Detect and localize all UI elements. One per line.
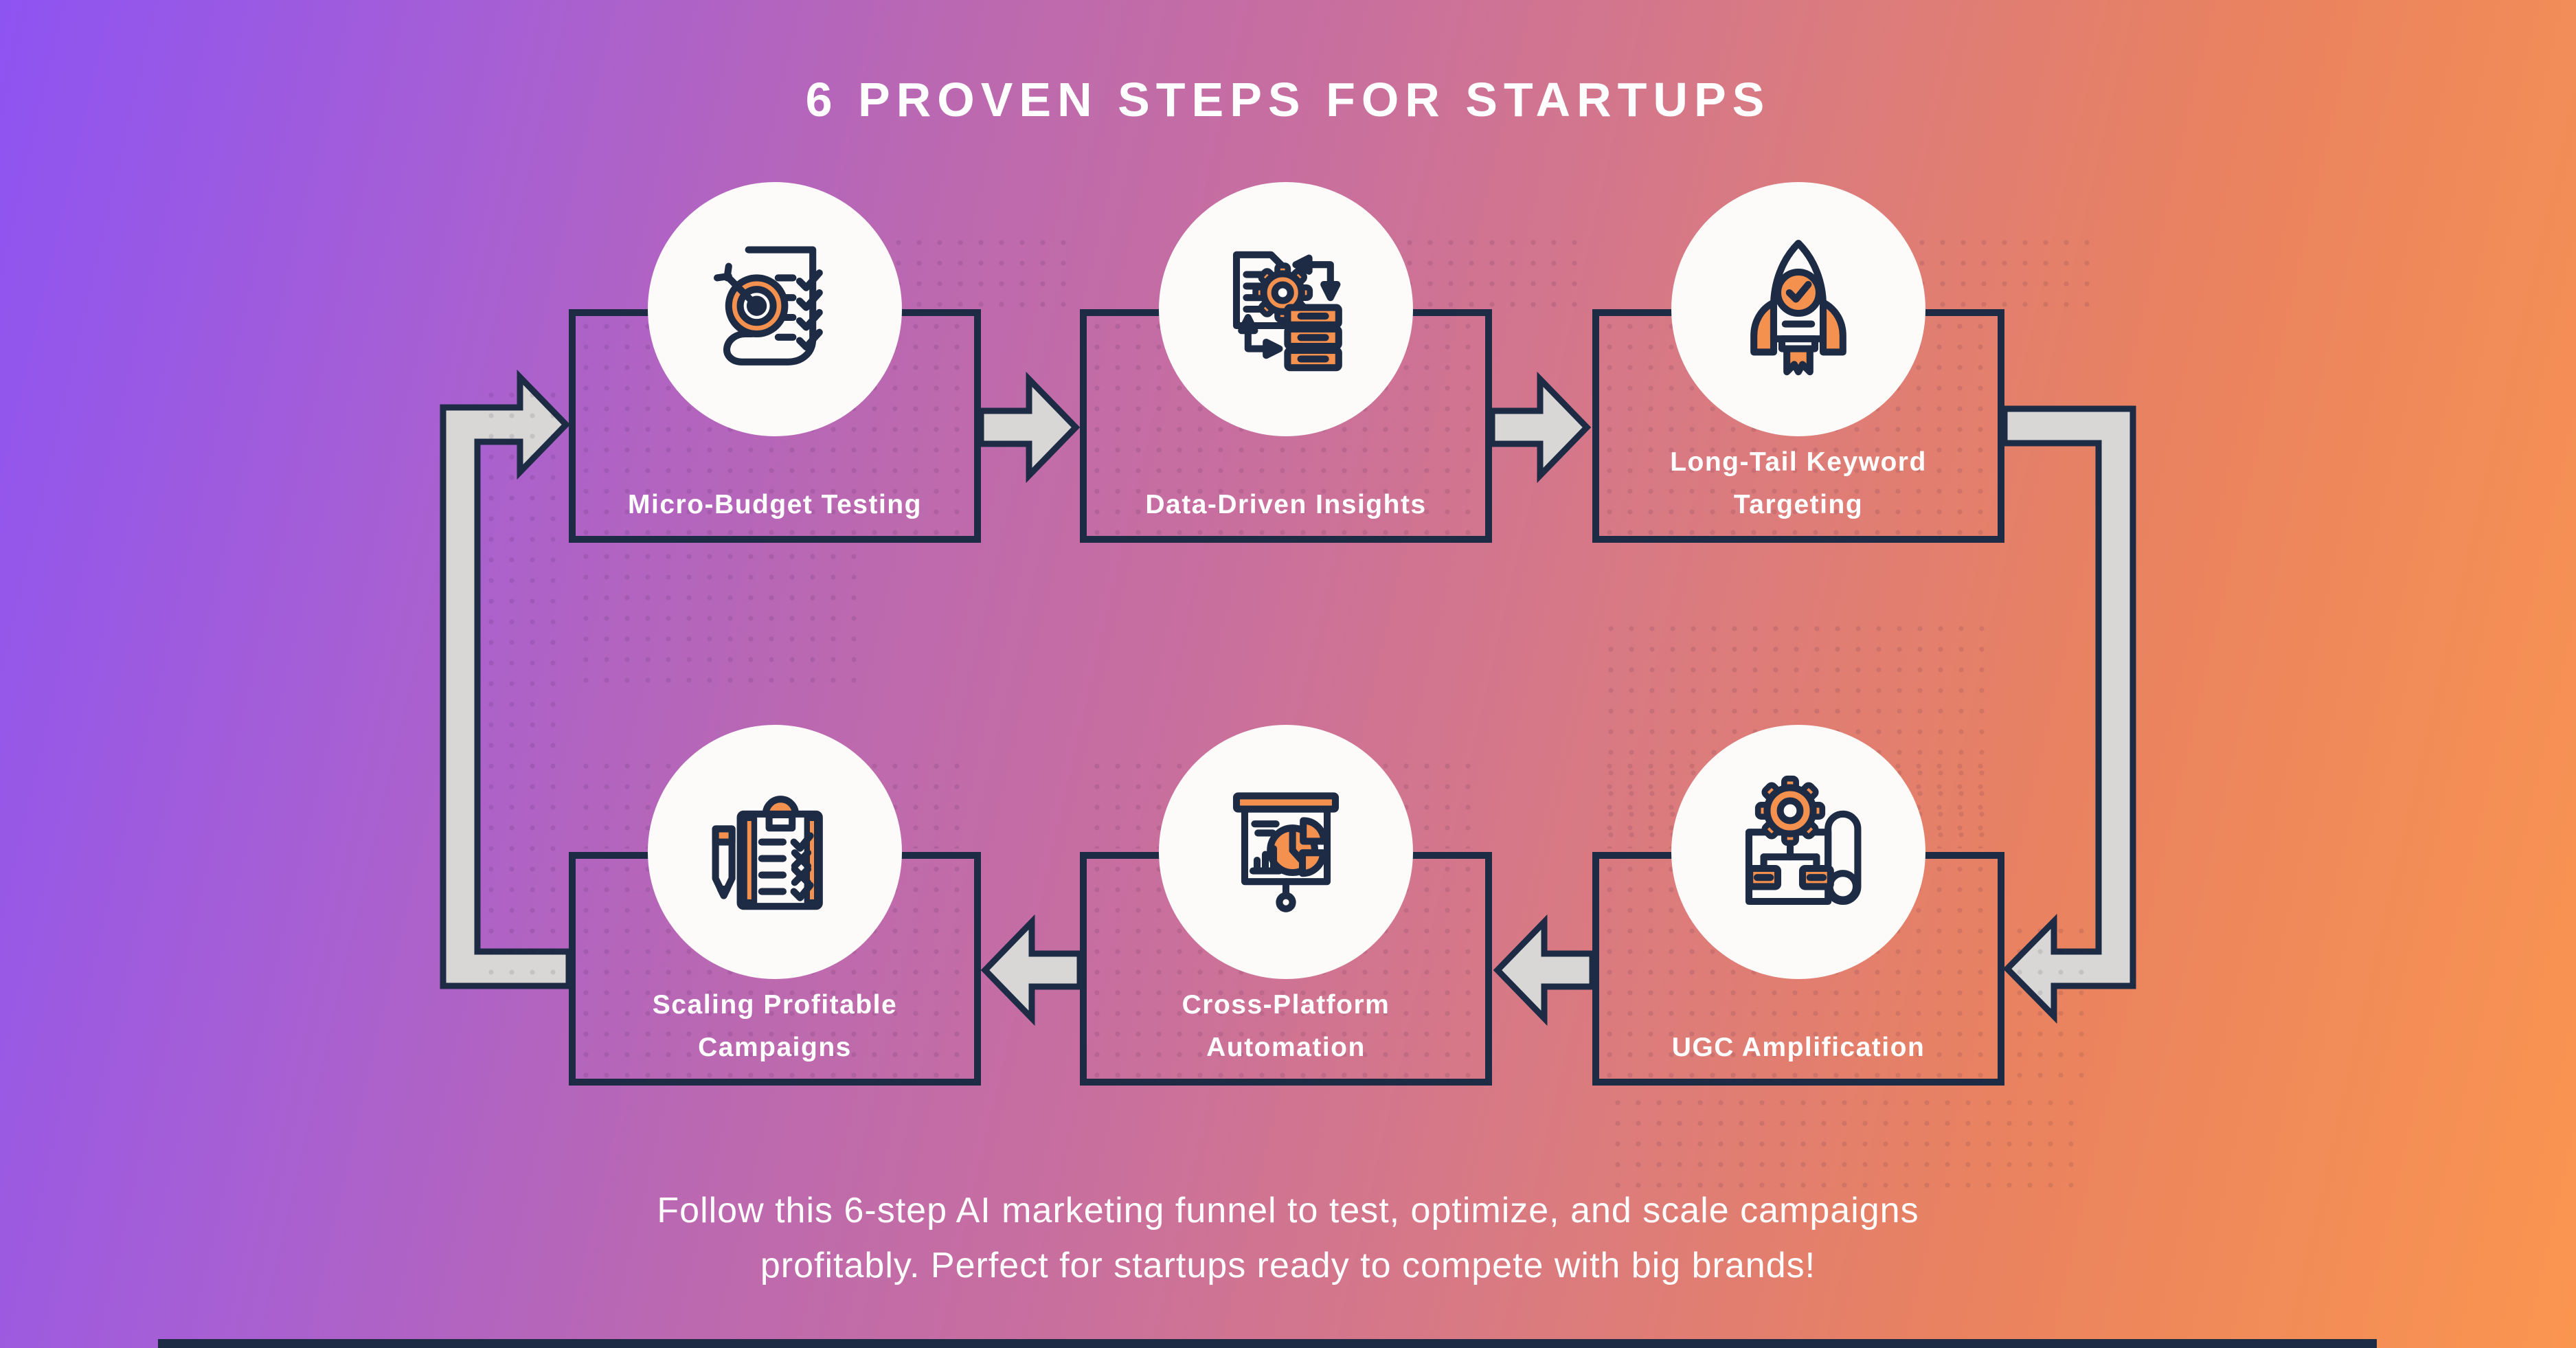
arrow-step5-to-step6 [980, 914, 1083, 1026]
dot-pattern [888, 232, 1074, 309]
loop-arrow-left [440, 369, 572, 989]
dot-pattern [481, 385, 570, 989]
icon-circle-5 [1159, 725, 1413, 979]
icon-circle-3 [1671, 182, 1925, 436]
rocket-launch-icon [1750, 239, 1846, 376]
dot-pattern [2009, 921, 2099, 1092]
clipboard-checklist-pencil-icon [712, 796, 823, 910]
footer-caption-line2: profitably. Perfect for startups ready t… [760, 1246, 1816, 1285]
arrow-step2-to-step3 [1489, 371, 1592, 484]
step-label-2: Data-Driven Insights [1145, 490, 1427, 519]
arrow-step1-to-step2 [978, 371, 1081, 484]
icon-circle-6 [648, 725, 902, 979]
footer-caption: Follow this 6-step AI marketing funnel t… [0, 1183, 2576, 1293]
presentation-pie-chart-icon [1232, 792, 1340, 912]
document-gear-data-icon [1232, 251, 1342, 372]
dot-pattern [1399, 232, 1585, 309]
footer-caption-line1: Follow this 6-step AI marketing funnel t… [657, 1191, 1919, 1231]
dot-pattern [576, 546, 871, 694]
icon-circle-2 [1159, 182, 1413, 436]
blueprint-gear-flowchart-icon [1745, 775, 1862, 906]
step-label-5: Cross-Platform Automation [1182, 990, 1390, 1062]
target-checklist-icon [713, 246, 823, 366]
arrow-step4-to-step5 [1493, 914, 1596, 1026]
step-label-4: UGC Amplification [1671, 1033, 1925, 1062]
icon-circle-1 [648, 182, 902, 436]
step-label-3: Long-Tail Keyword Targeting [1670, 447, 1927, 519]
step-label-1: Micro-Budget Testing [628, 490, 922, 519]
icon-circle-4 [1671, 725, 1925, 979]
step-label-6: Scaling Profitable Campaigns [652, 990, 898, 1062]
loop-arrow-right [2001, 405, 2136, 1024]
page-title: 6 PROVEN STEPS FOR STARTUPS [805, 73, 1771, 126]
bottom-accent-strip [158, 1339, 2377, 1348]
dot-pattern [1912, 232, 2097, 309]
